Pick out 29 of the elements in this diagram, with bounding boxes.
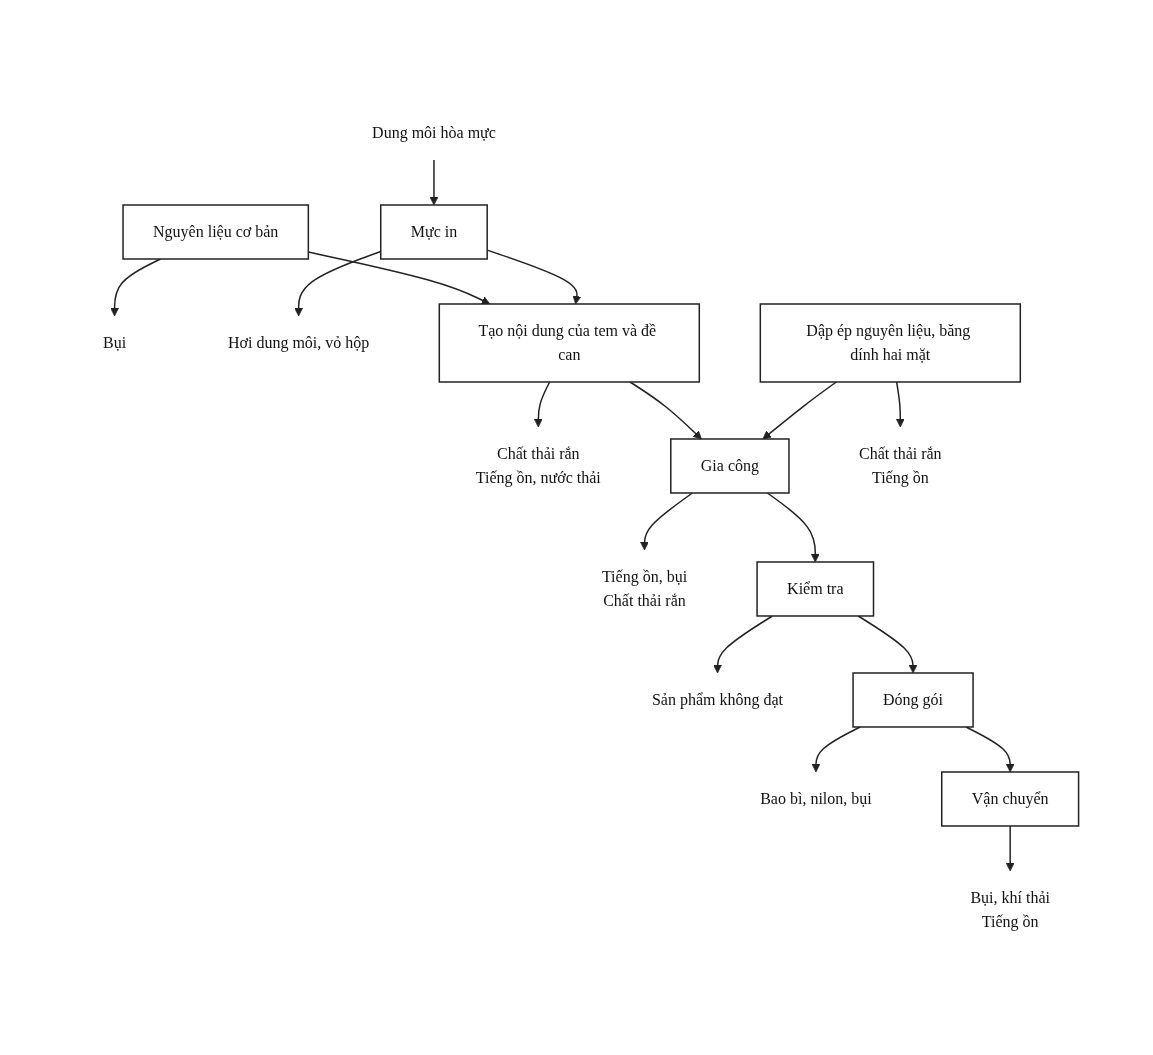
- node-text: Bụi, khí thải Tiếng ồn: [970, 888, 1050, 930]
- arrow: [640, 492, 694, 551]
- node-box: Mực in: [380, 204, 488, 260]
- arrow: [533, 381, 551, 428]
- node-box: Dập ép nguyên liệu, băng dính hai mặt: [759, 303, 1022, 383]
- arrow: [965, 726, 1015, 773]
- node-box: Kiểm tra: [756, 561, 875, 617]
- node-text: Bụi: [103, 334, 127, 351]
- arrow: [429, 159, 439, 206]
- arrow: [629, 381, 702, 440]
- node-text: Bao bì, nilon, bụi: [760, 789, 872, 807]
- node-text: Dung môi hòa mực: [372, 124, 496, 141]
- node-text: Sản phẩm không đạt: [651, 690, 784, 708]
- node-box: Nguyên liệu cơ bản: [122, 204, 310, 260]
- node-text: Tiếng ồn, bụi Chất thải rắn: [601, 567, 688, 609]
- arrow: [811, 726, 861, 773]
- arrow: [857, 615, 918, 674]
- arrow: [895, 381, 905, 428]
- node-text: Hơi dung môi, vỏ hộp: [227, 334, 370, 351]
- node-text: Chất thải rắn Tiếng ồn, nước thải: [475, 444, 601, 486]
- node-box: Vận chuyển: [941, 771, 1080, 827]
- arrow: [713, 615, 774, 674]
- node-box: Đóng gói: [852, 672, 974, 728]
- node-box: Gia công: [670, 438, 790, 494]
- arrow: [762, 381, 838, 440]
- node-box: Tạo nội dung của tem và đề can: [438, 303, 701, 383]
- arrow: [766, 492, 820, 563]
- node-text: Chất thải rắn Tiếng ồn: [859, 444, 942, 486]
- arrow: [1005, 825, 1015, 872]
